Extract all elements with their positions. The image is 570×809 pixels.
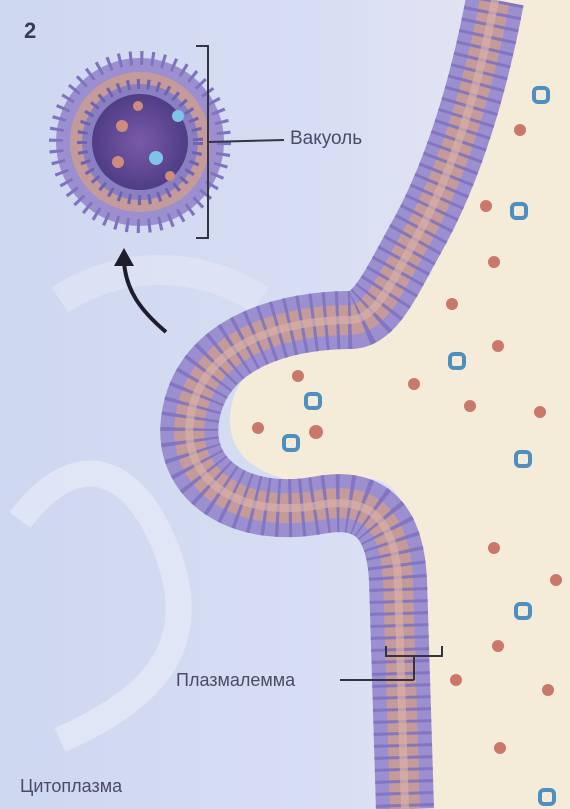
vacuole-particle bbox=[116, 120, 128, 132]
particle-red bbox=[514, 124, 526, 136]
vacuole-particle bbox=[133, 101, 143, 111]
particle-red bbox=[480, 200, 492, 212]
particle-red bbox=[446, 298, 458, 310]
particle-red bbox=[492, 640, 504, 652]
panel-number: 2 bbox=[24, 18, 36, 44]
particle-red bbox=[488, 542, 500, 554]
vacuole-particle bbox=[149, 151, 163, 165]
vacuole-label: Вакуоль bbox=[290, 128, 362, 150]
plasma-membrane-label: Плазмалемма bbox=[176, 670, 295, 691]
particle-red bbox=[494, 742, 506, 754]
particle-red bbox=[542, 684, 554, 696]
particle-red bbox=[408, 378, 420, 390]
vacuole-particle bbox=[112, 156, 124, 168]
particle-red bbox=[309, 425, 323, 439]
particle-red bbox=[550, 574, 562, 586]
vacuole-particle bbox=[165, 171, 175, 181]
particle-red bbox=[534, 406, 546, 418]
vacuole-particle bbox=[172, 110, 184, 122]
vacuole bbox=[56, 58, 224, 226]
cytoplasm-label: Цитоплазма bbox=[20, 776, 122, 797]
particle-red bbox=[450, 674, 462, 686]
particle-red bbox=[492, 340, 504, 352]
particle-red bbox=[488, 256, 500, 268]
particle-red bbox=[252, 422, 264, 434]
particle-red bbox=[464, 400, 476, 412]
particle-red bbox=[292, 370, 304, 382]
